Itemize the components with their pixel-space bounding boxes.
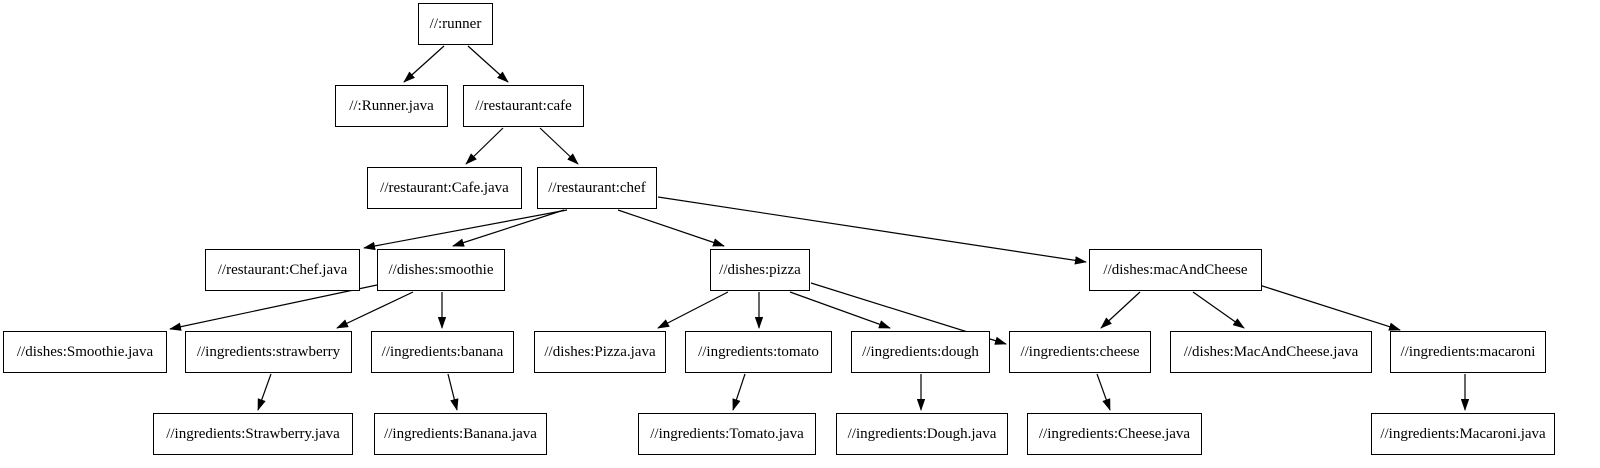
graph-node-label: //ingredients:strawberry [196, 343, 341, 360]
graph-node-label: //dishes:macAndCheese [1103, 261, 1248, 278]
graph-node-label: //ingredients:cheese [1020, 343, 1140, 360]
graph-node-label: //:Runner.java [349, 97, 434, 114]
graph-node-ing_dough[interactable]: //ingredients:dough [851, 331, 990, 373]
graph-node-label: //dishes:pizza [719, 261, 801, 278]
graph-node-ing_dough_java[interactable]: //ingredients:Dough.java [836, 413, 1008, 455]
graph-node-label: //ingredients:dough [862, 343, 979, 360]
graph-node-label: //restaurant:cafe [475, 97, 572, 114]
graph-node-label: //ingredients:Banana.java [384, 425, 537, 442]
graph-node-ing_cheese[interactable]: //ingredients:cheese [1009, 331, 1151, 373]
graph-node-dishes_smoothie[interactable]: //dishes:smoothie [377, 249, 505, 291]
graph-node-ing_macaroni[interactable]: //ingredients:macaroni [1390, 331, 1546, 373]
graph-node-dishes_mac_java[interactable]: //dishes:MacAndCheese.java [1170, 331, 1372, 373]
graph-node-dishes_pizza_java[interactable]: //dishes:Pizza.java [534, 331, 666, 373]
graph-node-label: //dishes:smoothie [388, 261, 494, 278]
graph-node-label: //dishes:Smoothie.java [16, 343, 154, 360]
graph-node-label: //restaurant:Chef.java [217, 261, 348, 278]
graph-node-label: //restaurant:Cafe.java [380, 179, 509, 196]
graph-node-ing_banana_java[interactable]: //ingredients:Banana.java [374, 413, 547, 455]
graph-node-label: //:runner [429, 15, 482, 32]
graph-node-restaurant_chef[interactable]: //restaurant:chef [537, 167, 657, 209]
graph-node-ing_tomato[interactable]: //ingredients:tomato [685, 331, 832, 373]
graph-node-label: //ingredients:Macaroni.java [1380, 425, 1546, 442]
graph-node-label: //ingredients:Cheese.java [1038, 425, 1191, 442]
graph-node-ing_cheese_java[interactable]: //ingredients:Cheese.java [1027, 413, 1202, 455]
graph-node-label: //ingredients:Dough.java [847, 425, 997, 442]
graph-node-restaurant_cafe[interactable]: //restaurant:cafe [463, 85, 584, 127]
graph-node-label: //ingredients:Tomato.java [650, 425, 804, 442]
graph-node-restaurant_chef_java[interactable]: //restaurant:Chef.java [205, 249, 360, 291]
graph-node-runner_java[interactable]: //:Runner.java [335, 85, 448, 127]
graph-node-label: //restaurant:chef [548, 179, 646, 196]
graph-node-dishes_smoothie_java[interactable]: //dishes:Smoothie.java [3, 331, 167, 373]
graph-node-runner[interactable]: //:runner [418, 3, 493, 45]
graph-node-ing_macaroni_java[interactable]: //ingredients:Macaroni.java [1371, 413, 1555, 455]
graph-node-dishes_macandcheese[interactable]: //dishes:macAndCheese [1089, 249, 1262, 291]
graph-node-ing_strawberry[interactable]: //ingredients:strawberry [185, 331, 352, 373]
graph-node-ing_strawberry_java[interactable]: //ingredients:Strawberry.java [153, 413, 353, 455]
graph-node-label: //dishes:Pizza.java [544, 343, 656, 360]
graph-node-dishes_pizza[interactable]: //dishes:pizza [710, 249, 810, 291]
graph-node-ing_banana[interactable]: //ingredients:banana [371, 331, 514, 373]
graph-node-ing_tomato_java[interactable]: //ingredients:Tomato.java [638, 413, 816, 455]
graph-node-label: //ingredients:macaroni [1400, 343, 1536, 360]
graph-node-label: //dishes:MacAndCheese.java [1183, 343, 1359, 360]
graph-node-restaurant_cafe_java[interactable]: //restaurant:Cafe.java [367, 167, 522, 209]
graph-node-label: //ingredients:banana [381, 343, 504, 360]
graph-node-label: //ingredients:Strawberry.java [166, 425, 340, 442]
graph-node-label: //ingredients:tomato [698, 343, 819, 360]
